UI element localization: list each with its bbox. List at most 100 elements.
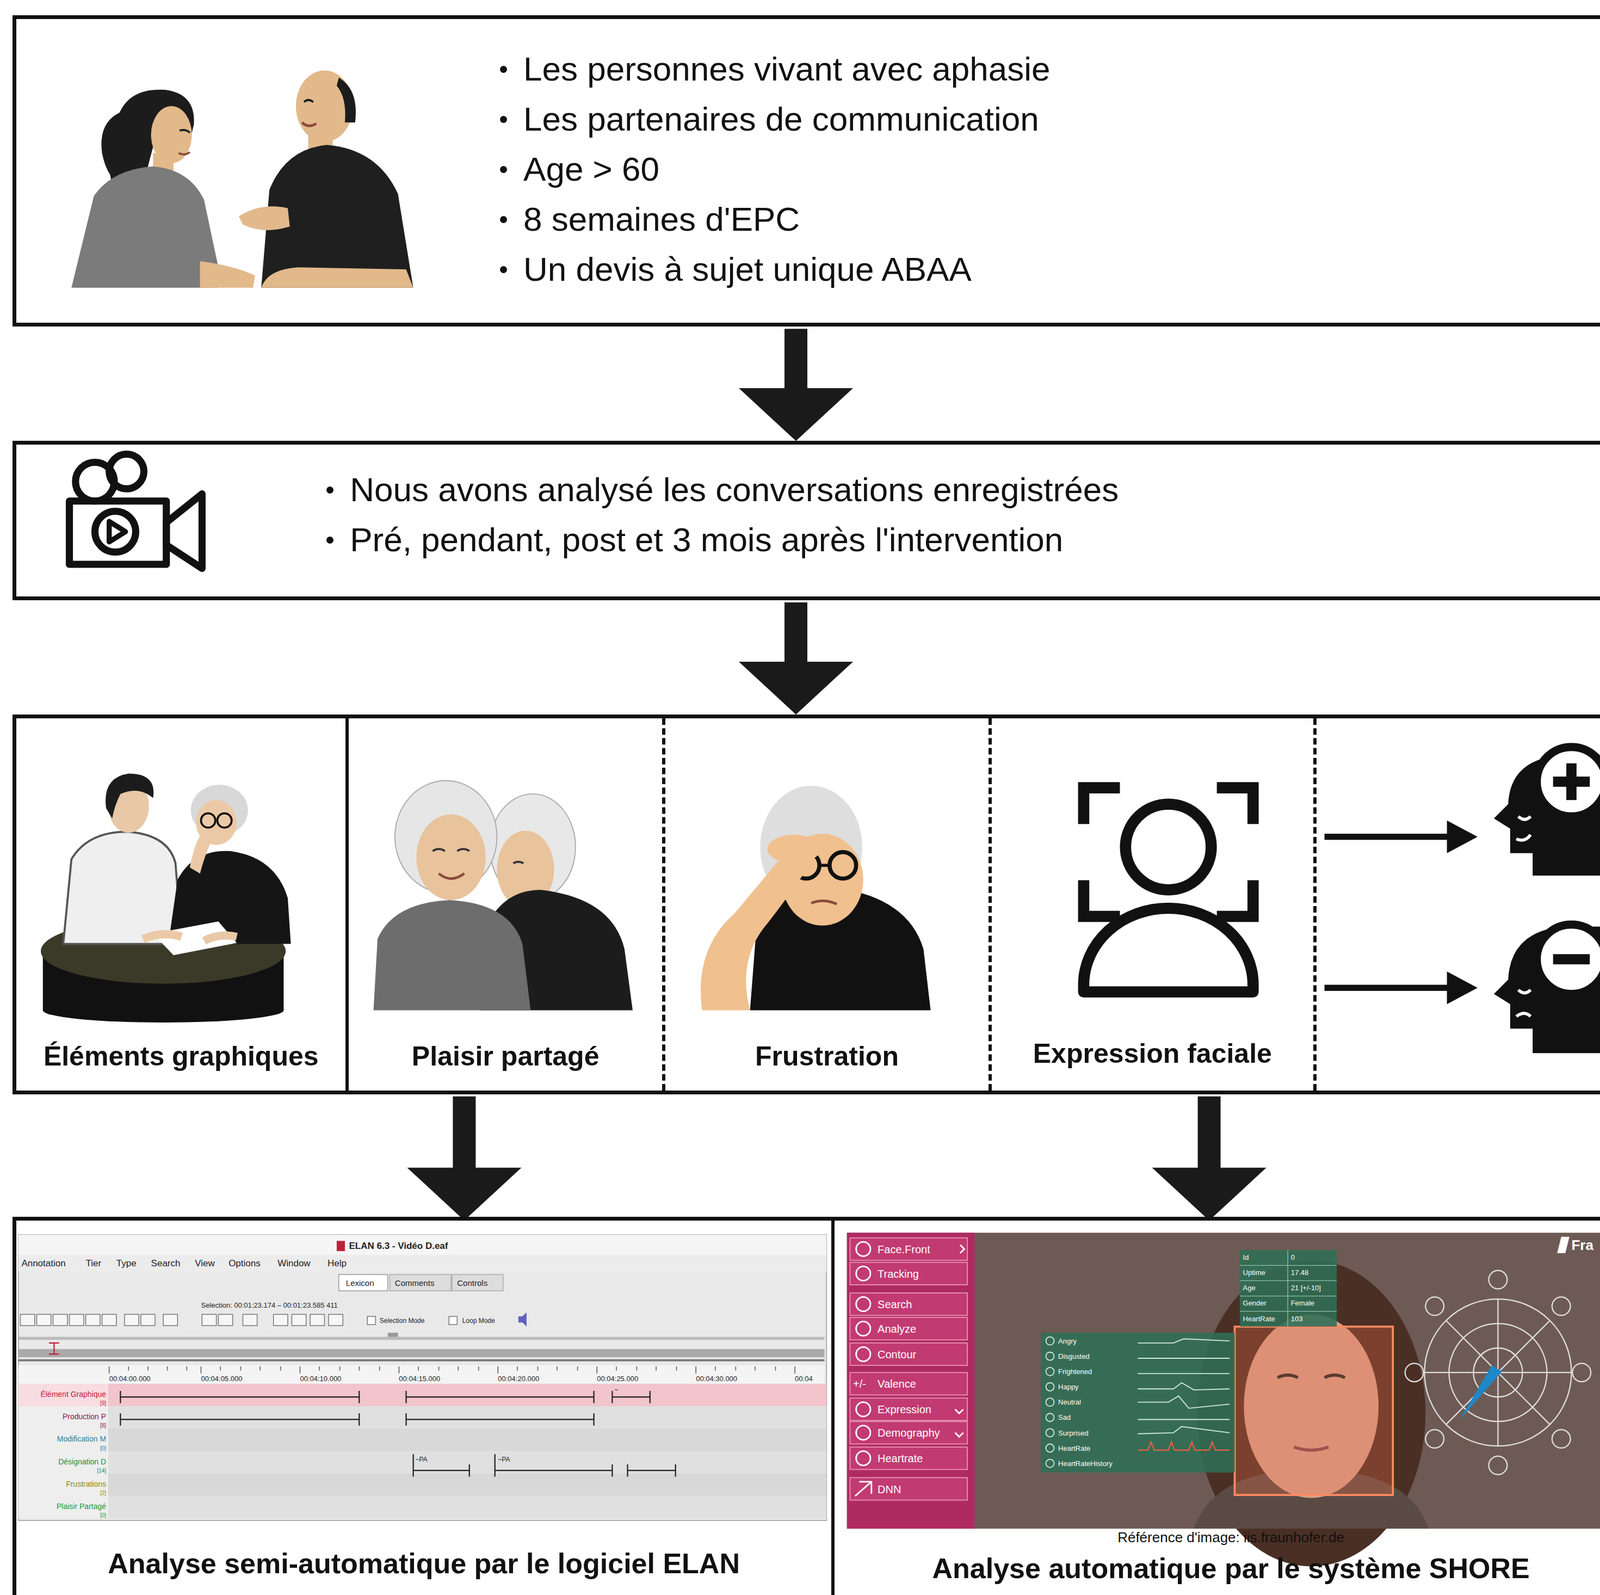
ui-label: Expression — [877, 1402, 932, 1416]
elan-screenshot-part — [18, 1383, 109, 1406]
ui-label: HeartRate — [1058, 1443, 1091, 1453]
elan-screenshot-part — [338, 1274, 388, 1291]
elan-screenshot-part — [518, 1312, 527, 1327]
elan-screenshot-part-part — [627, 1463, 676, 1477]
ui-label: Search — [151, 1257, 181, 1269]
elan-screenshot-part — [18, 1348, 825, 1357]
two-women-figure-part — [432, 848, 470, 851]
shore-screenshot-part-part — [1425, 1296, 1444, 1315]
ui-label: [14] — [96, 1467, 107, 1474]
ui-label: Age — [1243, 1283, 1256, 1293]
shore-screenshot-part-part — [849, 1421, 968, 1444]
shore-screenshot-part — [1405, 1270, 1591, 1475]
ui-label: Fra — [1571, 1236, 1593, 1254]
mood-arrows-part — [1447, 971, 1478, 1004]
bullet-row: Age > 60 — [499, 144, 1051, 195]
shore-screenshot-part-part — [849, 1397, 968, 1420]
image-credit: Référence d'image: iis.fraunhofer.de — [1117, 1528, 1345, 1546]
shore-screenshot-part-part — [1552, 1296, 1571, 1315]
process-box: Analyse semi-automatique par le logiciel… — [12, 1216, 1600, 1595]
ui-label: Modification M — [57, 1434, 107, 1444]
ui-label: Surprised — [1058, 1428, 1089, 1438]
shore-screenshot-part-part — [1046, 1397, 1055, 1406]
ui-label: ELAN 6.3 - Vidéo D.eaf — [348, 1240, 448, 1252]
ui-label: Gender — [1243, 1298, 1267, 1308]
conversation-figure-part — [301, 122, 317, 126]
table-figure-part — [105, 773, 154, 819]
shore-screenshot-part-part — [1489, 1270, 1508, 1289]
ui-label: [0] — [100, 1511, 107, 1519]
bullet-text: Les personnes vivant avec aphasie — [523, 48, 1051, 90]
mood-arrows-part — [1324, 833, 1450, 840]
face-scan-icon-part — [1083, 885, 1115, 917]
bullet-dot — [499, 215, 508, 224]
elan-screenshot-part — [389, 1274, 452, 1291]
ui-label: Type — [116, 1257, 137, 1269]
elan-screenshot-part-part — [69, 1313, 84, 1326]
ui-label: Désignation D — [58, 1456, 107, 1467]
elan-screenshot-part — [18, 1234, 827, 1256]
elan-screenshot-part-part — [495, 1453, 613, 1476]
bullet-text: Nous avons analysé les conversations enr… — [349, 469, 1119, 510]
shore-screenshot-part-part — [1424, 1298, 1572, 1446]
conversation-figure-part — [295, 70, 354, 142]
shore-screenshot-part-part — [955, 1244, 965, 1437]
ui-label: Search — [877, 1297, 912, 1311]
shore-screenshot-part-part — [856, 1450, 871, 1466]
bullet-row: Les partenaires de communication — [499, 94, 1051, 145]
elan-screenshot-part — [18, 1255, 827, 1272]
shore-screenshot-part-part — [1137, 1395, 1230, 1408]
conversation-figure-part — [71, 166, 219, 288]
elan-screenshot-part-part — [128, 1366, 776, 1371]
shore-screenshot-part — [1137, 1441, 1230, 1450]
elan-screenshot-part-part — [36, 1313, 52, 1326]
ui-label: 00:04:25.000 — [596, 1374, 639, 1383]
ui-label: Controls — [456, 1277, 488, 1288]
shore-screenshot-part — [1046, 1336, 1231, 1468]
ui-label: Selection Mode — [379, 1316, 425, 1325]
elan-screenshot-part-part — [291, 1313, 306, 1326]
ui-label: Frightened — [1058, 1367, 1092, 1376]
ui-label: Angry — [1058, 1336, 1077, 1346]
ui-label: Tracking — [877, 1267, 919, 1281]
bullet-text: Les partenaires de communication — [523, 99, 1040, 140]
elan-screenshot-part-part — [328, 1313, 343, 1326]
negative-head-icon — [1493, 924, 1600, 1053]
table-figure-part — [204, 935, 237, 941]
elan-screenshot-part-part — [242, 1313, 257, 1326]
shore-screenshot-part-part — [856, 1346, 871, 1361]
ui-label: 00:04 — [794, 1374, 813, 1383]
shore-screenshot-part-part — [1046, 1443, 1055, 1452]
ui-label: HeartRate — [1243, 1314, 1276, 1324]
category-label: Expression faciale — [1033, 1036, 1272, 1070]
frustrated-man-figure-part — [819, 863, 830, 867]
elan-screenshot-part — [109, 1366, 795, 1374]
category-cell: Plaisir partagé — [348, 718, 665, 1091]
category-label: Plaisir partagé — [411, 1039, 600, 1073]
shore-screenshot-part-part — [856, 1320, 871, 1336]
bullet-list: Les personnes vivant avec aphasieLes par… — [499, 44, 1051, 295]
ui-label: [0] — [100, 1444, 107, 1452]
shore-screenshot — [847, 1232, 1600, 1566]
shore-screenshot-part — [847, 1232, 975, 1529]
bullet-dot — [499, 65, 508, 73]
negative-head-icon-part — [1553, 953, 1591, 965]
ui-label: Valence — [877, 1376, 917, 1391]
conversation-figure-part — [238, 206, 290, 231]
bullet-text: Un devis à sujet unique ABAA — [523, 249, 972, 290]
elan-screenshot-part-part — [413, 1453, 470, 1476]
category-cell: Expression faciale — [991, 718, 1317, 1091]
category-cell: Référence d'image: iis.fraunhofer.deAnal… — [834, 1220, 1600, 1595]
ui-label: ~PA — [415, 1455, 428, 1463]
ui-label: 0 — [1290, 1252, 1295, 1262]
two-women-figure-part — [373, 899, 531, 1011]
positive-head-icon-part — [1536, 746, 1600, 817]
category-label: Éléments graphiques — [43, 1039, 319, 1073]
elan-screenshot-part — [108, 1428, 827, 1451]
bullet-text: Pré, pendant, post et 3 mois après l'int… — [349, 519, 1064, 560]
positive-head-icon — [1493, 746, 1600, 876]
bullet-dot — [499, 266, 508, 274]
elan-screenshot — [18, 1234, 827, 1521]
shore-screenshot-part-part — [849, 1372, 968, 1395]
elan-screenshot-part-part — [448, 1316, 457, 1325]
